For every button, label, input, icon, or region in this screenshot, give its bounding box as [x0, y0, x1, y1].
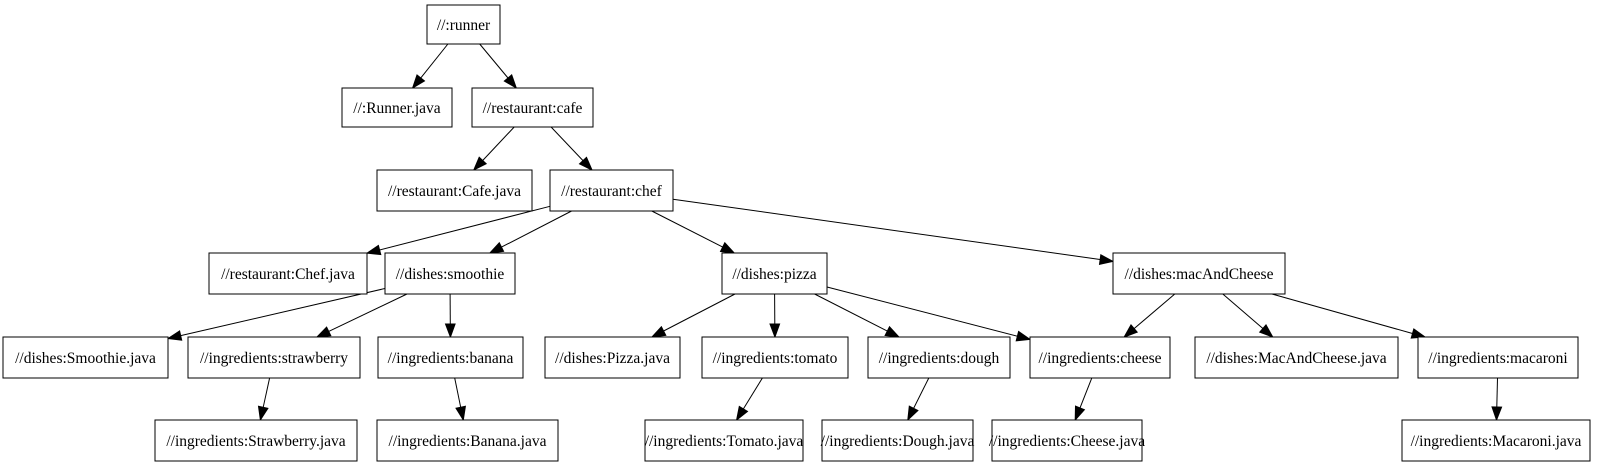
node-label-pizza_java: //dishes:Pizza.java: [555, 350, 670, 367]
arrowhead-icon: [721, 243, 735, 253]
arrowhead-icon: [456, 406, 465, 420]
node-label-dough: //ingredients:dough: [879, 350, 1000, 367]
edge-smoothie-to-strawberry: [329, 294, 407, 331]
edge-macaroni-to-macaroni_java: [1497, 378, 1498, 407]
node-label-pizza: //dishes:pizza: [732, 266, 816, 283]
node-label-cafe_java: //restaurant:Cafe.java: [388, 183, 521, 200]
arrowhead-icon: [1260, 325, 1273, 337]
graph-node-cafe: //restaurant:cafe: [472, 88, 593, 127]
edge-chef-to-chef_java: [380, 206, 550, 250]
edge-mac_and_cheese-to-mac_and_cheese_java: [1223, 294, 1263, 329]
node-label-chef: //restaurant:chef: [561, 183, 663, 200]
graph-node-strawberry: //ingredients:strawberry: [188, 337, 360, 378]
node-label-macaroni: //ingredients:macaroni: [1428, 350, 1568, 367]
edge-strawberry-to-strawberry_java: [263, 378, 269, 407]
arrowhead-icon: [413, 75, 425, 88]
edge-chef-to-mac_and_cheese: [673, 199, 1100, 259]
edge-cheese-to-cheese_java: [1080, 378, 1092, 408]
edge-mac_and_cheese-to-cheese: [1134, 294, 1175, 329]
graph-node-banana: //ingredients:banana: [378, 337, 523, 378]
edge-chef-to-pizza: [652, 211, 723, 247]
edge-banana-to-banana_java: [455, 378, 461, 407]
arrowhead-icon: [1492, 407, 1502, 420]
graph-node-mac_and_cheese: //dishes:macAndCheese: [1113, 253, 1285, 294]
edge-runner-to-cafe: [480, 44, 508, 78]
graph-node-chef_java: //restaurant:Chef.java: [209, 253, 367, 294]
node-label-banana_java: //ingredients:Banana.java: [389, 433, 547, 450]
node-label-runner: //:runner: [437, 17, 491, 34]
node-label-banana: //ingredients:banana: [388, 350, 514, 367]
node-label-strawberry_java: //ingredients:Strawberry.java: [166, 433, 345, 450]
arrowhead-icon: [1124, 325, 1137, 337]
graph-node-dough: //ingredients:dough: [868, 337, 1010, 378]
arrowhead-icon: [1100, 255, 1114, 264]
graph-node-cheese_java: //ingredients:Cheese.java: [989, 420, 1145, 461]
arrowhead-icon: [908, 406, 918, 420]
arrowhead-icon: [490, 243, 504, 253]
edge-cafe-to-chef: [551, 127, 583, 161]
arrowhead-icon: [317, 327, 331, 337]
node-label-smoothie_java: //dishes:Smoothie.java: [15, 350, 156, 367]
graph-node-cheese: //ingredients:cheese: [1030, 337, 1170, 378]
edge-mac_and_cheese-to-macaroni: [1272, 294, 1413, 334]
graph-node-runner_java: //:Runner.java: [342, 88, 452, 127]
graph-node-macaroni: //ingredients:macaroni: [1418, 337, 1578, 378]
node-label-cheese: //ingredients:cheese: [1038, 350, 1161, 367]
arrowhead-icon: [737, 406, 748, 420]
arrowhead-icon: [446, 324, 456, 337]
arrowhead-icon: [770, 324, 780, 337]
graph-node-mac_and_cheese_java: //dishes:MacAndCheese.java: [1195, 337, 1398, 378]
graph-node-pizza: //dishes:pizza: [722, 253, 827, 294]
graph-node-banana_java: //ingredients:Banana.java: [377, 420, 558, 461]
graph-node-pizza_java: //dishes:Pizza.java: [545, 337, 680, 378]
edge-pizza-to-pizza_java: [664, 294, 735, 331]
arrowhead-icon: [1075, 406, 1084, 420]
arrowhead-icon: [652, 327, 666, 337]
graph-node-smoothie_java: //dishes:Smoothie.java: [3, 337, 168, 378]
graph-node-dough_java: //ingredients:Dough.java: [821, 420, 975, 461]
edge-pizza-to-cheese: [827, 287, 1017, 336]
edge-smoothie-to-smoothie_java: [181, 289, 385, 336]
arrowhead-icon: [367, 245, 381, 254]
graph-node-cafe_java: //restaurant:Cafe.java: [377, 170, 532, 211]
edge-cafe-to-cafe_java: [483, 127, 515, 161]
node-label-macaroni_java: //ingredients:Macaroni.java: [1411, 433, 1582, 450]
arrowhead-icon: [504, 75, 516, 88]
arrowhead-icon: [259, 406, 268, 420]
node-label-cheese_java: //ingredients:Cheese.java: [989, 433, 1145, 450]
graph-node-runner: //:runner: [427, 5, 500, 44]
graph-node-strawberry_java: //ingredients:Strawberry.java: [155, 420, 357, 461]
edge-dough-to-dough_java: [914, 378, 929, 408]
node-label-smoothie: //dishes:smoothie: [396, 266, 505, 283]
node-label-cafe: //restaurant:cafe: [483, 100, 583, 117]
graph-node-smoothie: //dishes:smoothie: [385, 253, 515, 294]
graph-node-macaroni_java: //ingredients:Macaroni.java: [1402, 420, 1590, 461]
graph-node-tomato_java: //ingredients:Tomato.java: [645, 420, 804, 461]
arrowhead-icon: [168, 331, 182, 340]
node-label-tomato: //ingredients:tomato: [713, 350, 838, 367]
node-label-dough_java: //ingredients:Dough.java: [821, 433, 975, 450]
edge-runner-to-runner_java: [421, 44, 448, 78]
node-label-runner_java: //:Runner.java: [353, 100, 441, 117]
graph-node-tomato: //ingredients:tomato: [702, 337, 848, 378]
node-label-chef_java: //restaurant:Chef.java: [221, 266, 355, 283]
node-label-strawberry: //ingredients:strawberry: [200, 350, 348, 367]
node-label-tomato_java: //ingredients:Tomato.java: [645, 433, 804, 450]
node-label-mac_and_cheese_java: //dishes:MacAndCheese.java: [1206, 350, 1386, 367]
arrowhead-icon: [885, 327, 899, 337]
edge-tomato-to-tomato_java: [743, 378, 762, 409]
graph-node-chef: //restaurant:chef: [550, 170, 673, 211]
arrowhead-icon: [1016, 332, 1030, 341]
node-label-mac_and_cheese: //dishes:macAndCheese: [1125, 266, 1274, 283]
